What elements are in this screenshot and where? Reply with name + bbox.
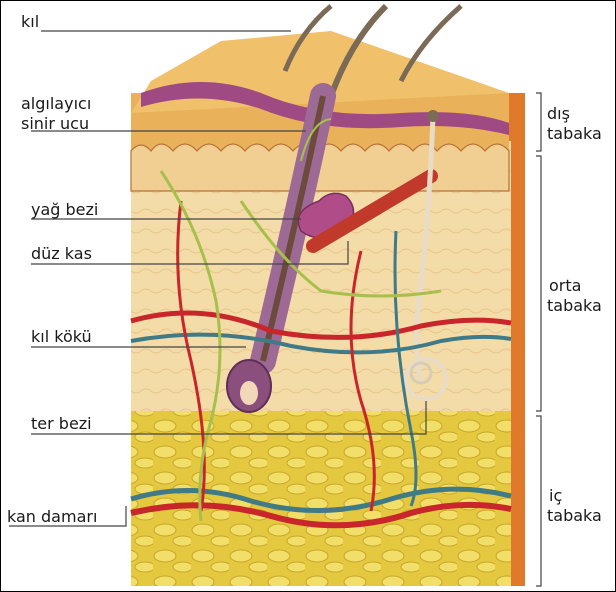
fat-layer: [131, 411, 511, 586]
label-oil-gland: yağ bezi: [31, 200, 98, 219]
label-receptor-line2: sinir ucu: [21, 114, 89, 133]
label-receptor-line1: algılayıcı: [21, 94, 91, 113]
label-kil: kıl: [21, 12, 39, 31]
sweat-pore: [427, 110, 439, 122]
block-right-face: [509, 93, 525, 586]
bracket-outer: [536, 93, 541, 151]
label-middle-line1: orta: [549, 276, 581, 295]
label-blood-vessel: kan damarı: [7, 507, 97, 526]
bracket-middle: [536, 156, 541, 411]
label-outer-line2: tabaka: [547, 124, 602, 143]
label-hair-root: kıl kökü: [31, 327, 92, 346]
label-sweat-gland: ter bezi: [31, 414, 92, 433]
bracket-inner: [536, 416, 541, 586]
hair-papilla: [240, 381, 258, 405]
label-middle-line2: tabaka: [547, 296, 602, 315]
label-outer-line1: dış: [547, 104, 570, 123]
label-inner-line1: iç: [549, 486, 562, 505]
label-smooth-muscle: düz kas: [31, 244, 92, 263]
label-inner-line2: tabaka: [547, 506, 602, 525]
